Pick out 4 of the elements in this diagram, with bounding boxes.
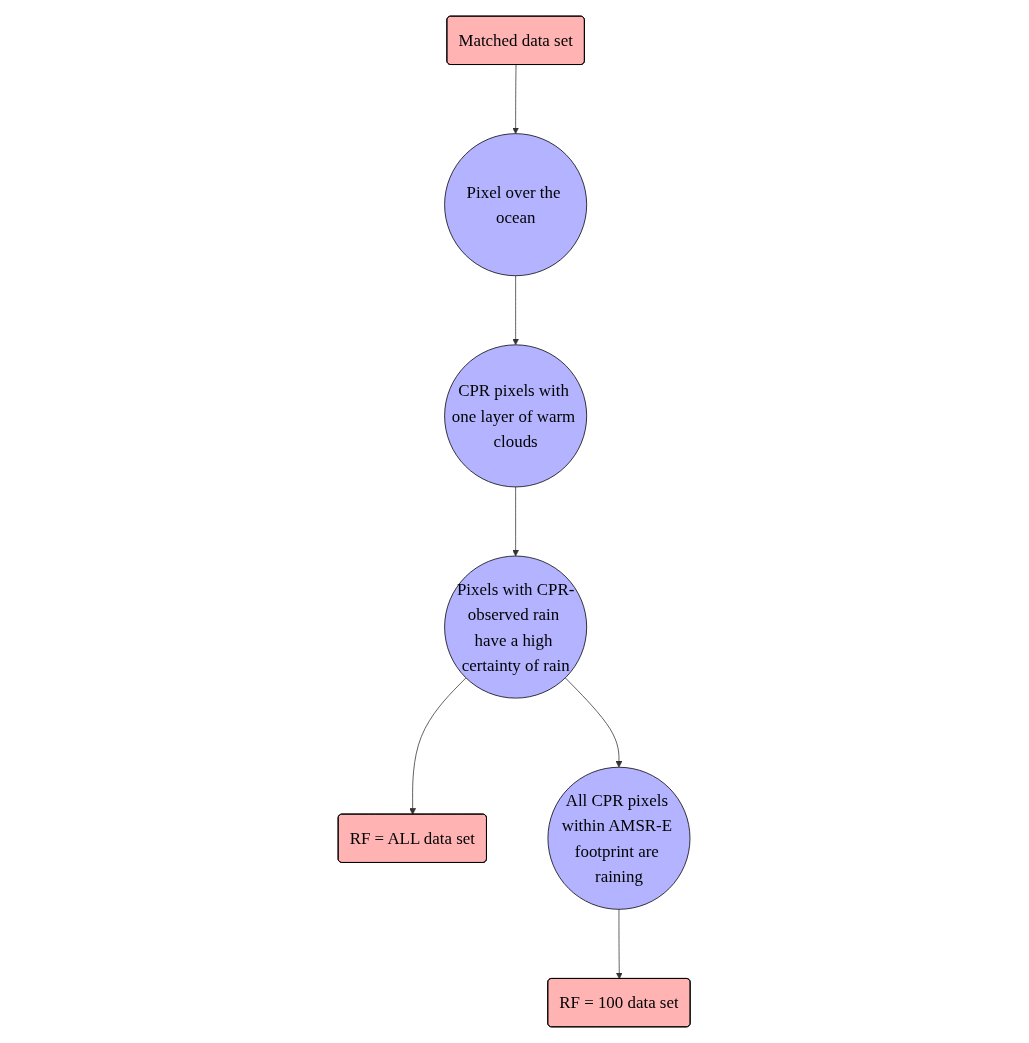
node-circle: Pixel over the ocean	[444, 133, 588, 277]
node-circle: Pixels with CPR-observed rain have a high certainty of rain	[444, 555, 588, 699]
node-circle: All CPR pixels within AMSR-E footprint are raining	[547, 766, 691, 910]
node-circle: CPR pixels with one layer of warm clouds	[444, 344, 588, 488]
